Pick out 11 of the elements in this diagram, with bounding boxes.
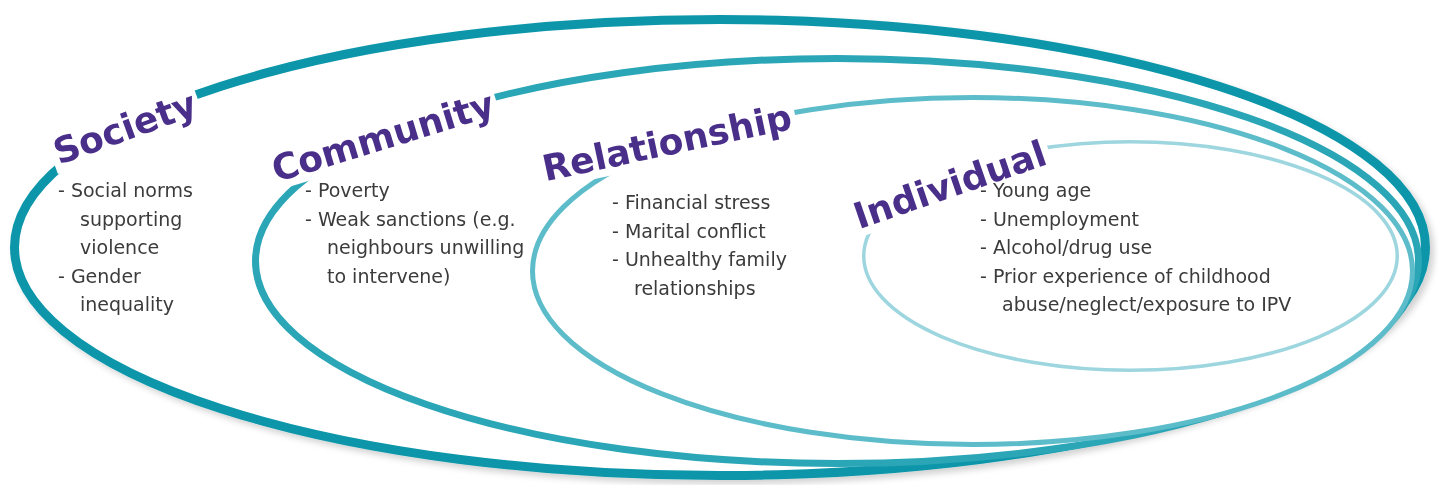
risk-factor-item: - Gender inequality — [58, 263, 175, 317]
risk-factor-item: - Financial stress — [612, 190, 772, 215]
level-ellipse — [252, 55, 1422, 467]
risk-factor-item: - Unhealthy family relationships — [612, 247, 788, 301]
risk-factor-item: - Prior experience of childhood abuse/neglect/exposure to IPV — [980, 263, 1293, 317]
level-ellipse — [530, 95, 1415, 447]
risk-factor-item: - Weak sanctions (e.g. neighbours unwilling to intervene) — [305, 206, 526, 289]
risk-factor-item: - Social norms supporting violence — [58, 178, 194, 260]
level-ellipse — [10, 15, 1430, 480]
risk-factor-item: - Marital conflict — [612, 218, 767, 244]
risk-factor-item: - Alcohol/drug use — [980, 235, 1154, 260]
